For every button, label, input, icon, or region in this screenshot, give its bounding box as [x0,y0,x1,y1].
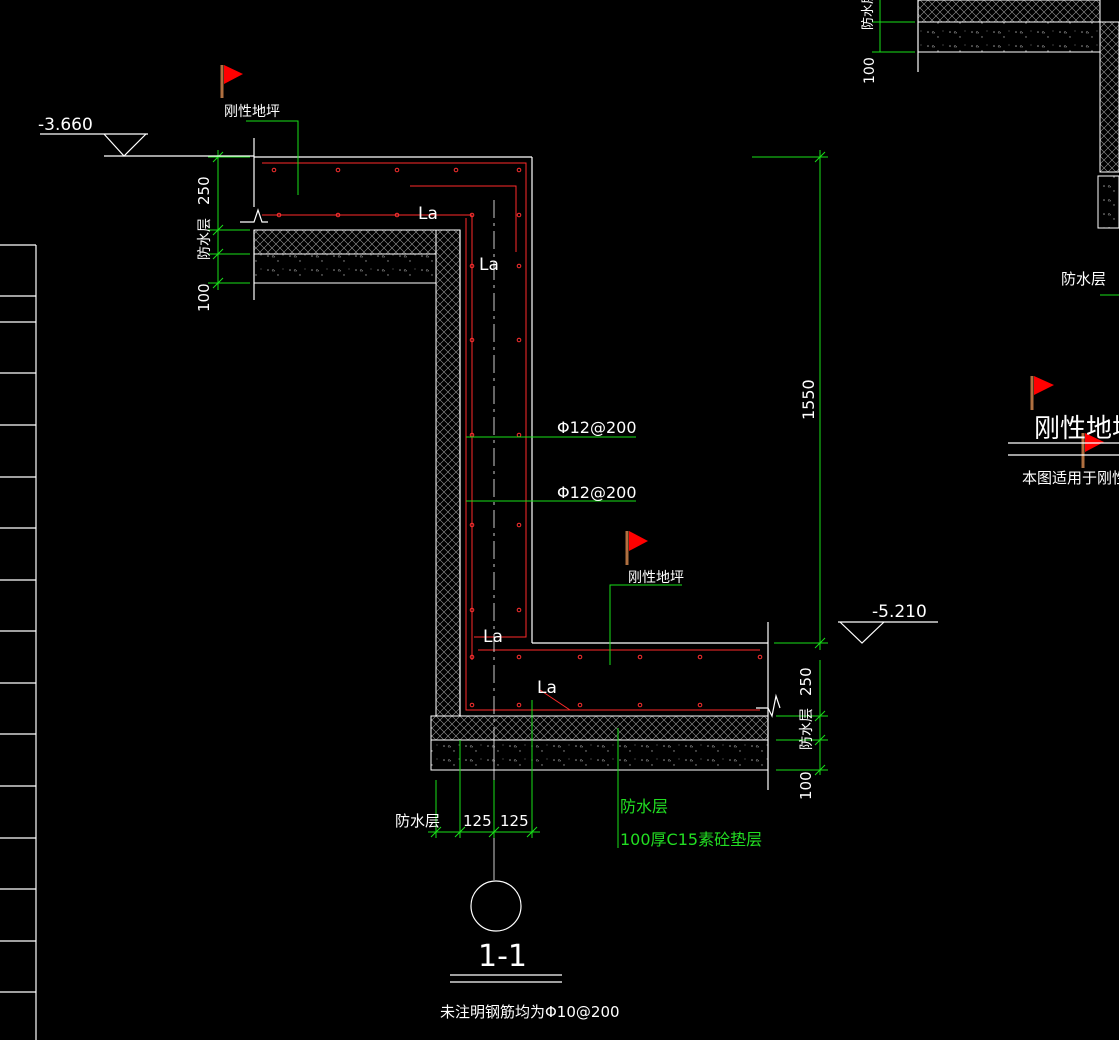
elevation-top-text: -3.660 [38,115,93,135]
dim-top-wp: 防水层 [197,218,213,260]
rebar-label-1: Φ12@200 [557,418,637,437]
dim-bottom-wp: 防水层 [799,708,815,750]
right-note-partial: 本图适用于刚性地 [1022,469,1119,487]
dim-top-slab: 250 [195,176,213,205]
dim-bottom-pad: 100 [797,771,815,800]
dim-top-pad: 100 [195,283,213,312]
section-symbol [450,880,562,983]
right-pad-top: 100 [862,57,878,84]
la-label: La [483,627,503,647]
left-edge-table [0,244,37,1040]
rebar-lines [262,162,760,711]
retaining-wall-outline [240,138,781,790]
la-label: La [479,255,499,275]
section-mark-text: 1-1 [478,939,527,974]
la-label: La [418,204,438,224]
flag-icon [1030,376,1054,410]
rebar-dots [271,167,763,708]
flag-icon [220,65,243,98]
right-wp-mid: 防水层 [1061,270,1106,288]
cushion-note: 100厚C15素砼垫层 [620,830,762,849]
waterproof-note: 防水层 [620,797,668,816]
drawing-note: 未注明钢筋均为Φ10@200 [440,1003,620,1021]
dim-bottom-slab: 250 [797,667,815,696]
dimension-lines [208,150,828,838]
leader-lines [246,120,682,848]
dim-wall-half-right: 125 [500,812,529,830]
dim-wall-left-wp: 防水层 [395,812,440,830]
la-label: La [537,678,557,698]
dim-wall-half-left: 125 [463,812,492,830]
rigid-floor-label-top: 刚性地坪 [224,104,280,120]
elevation-marks [40,133,938,644]
elevation-bottom-text: -5.210 [872,602,927,622]
right-detail-partial [872,0,1119,456]
rebar-label-2: Φ12@200 [557,483,637,502]
dim-height-1550: 1550 [799,379,818,420]
right-title-partial: 刚性地坪钅 [1034,414,1119,444]
right-wp-top: 防水层 [860,0,876,30]
rigid-floor-label-bottom: 刚性地坪 [628,570,684,586]
flag-icon [625,531,648,565]
